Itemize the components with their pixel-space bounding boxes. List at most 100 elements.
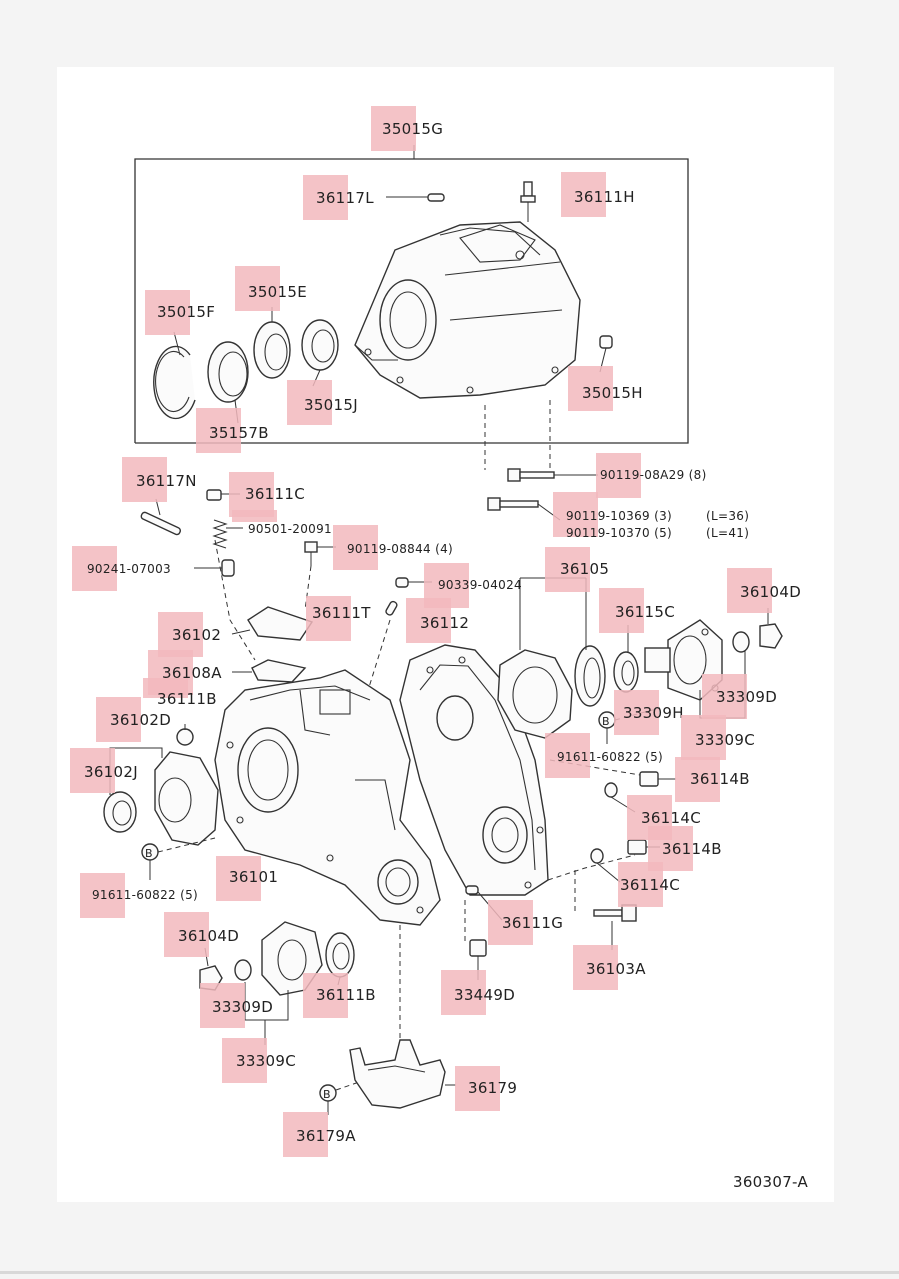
label-36114B-top: 36114B xyxy=(675,757,750,802)
label-36117N: 36117N xyxy=(122,457,197,502)
label-35015G: 35015G xyxy=(371,106,443,151)
label-36111T: 36111T xyxy=(306,596,371,641)
label-35015H: 35015H xyxy=(568,366,642,411)
bolt-90119-10369-part xyxy=(487,497,561,521)
label-36102-text: 36102 xyxy=(172,626,221,644)
rear-retainer-36105-part xyxy=(497,577,639,739)
label-90119-10369-text: 90119-10369 (3) xyxy=(566,509,672,523)
marker-b-bottom: B xyxy=(319,1079,366,1115)
label-35157B-text: 35157B xyxy=(209,424,269,442)
oil-seal-part xyxy=(301,319,339,387)
label-36115C: 36115C xyxy=(599,588,675,633)
label-91611-right-text: 91611-60822 (5) xyxy=(557,750,663,764)
label-36108A: 36108A xyxy=(148,650,222,695)
label-36114B-bottom-text: 36114B xyxy=(662,840,722,858)
gasket-36108A-part xyxy=(232,659,307,683)
bolt-36103A-part xyxy=(593,904,637,950)
front-retainer-36102J-part xyxy=(103,724,219,846)
label-36103A-text: 36103A xyxy=(586,960,646,978)
label-36102J-text: 36102J xyxy=(84,763,138,781)
label-36102D: 36102D xyxy=(96,697,171,742)
label-36179: 36179 xyxy=(455,1066,517,1111)
label-33309D-bottom: 33309D xyxy=(200,983,273,1028)
label-33309C-bottom: 33309C xyxy=(222,1038,296,1083)
label-90119-10369: 90119-10369 (3) (L=36) xyxy=(553,492,749,537)
label-35015F: 35015F xyxy=(145,290,215,335)
pin-36117N-part xyxy=(140,498,182,536)
label-36111H-text: 36111H xyxy=(574,188,635,206)
label-36111B-top: 36111B xyxy=(143,678,217,708)
label-36111B-bottom: 36111B xyxy=(303,973,376,1018)
label-36114C-bottom: 36114C xyxy=(618,862,680,907)
label-36111T-text: 36111T xyxy=(312,604,371,622)
skid-plate-36179-part xyxy=(349,1039,456,1109)
marker-b-left: B xyxy=(141,837,216,880)
label-91611-right: 91611-60822 (5) xyxy=(545,733,663,778)
label-36111C-text: 36111C xyxy=(245,485,305,503)
label-36112-text: 36112 xyxy=(420,614,469,632)
transfer-case-36101-part xyxy=(214,669,441,926)
label-91611-left-text: 91611-60822 (5) xyxy=(92,888,198,902)
label-36102: 36102 xyxy=(158,612,221,657)
label-36115C-text: 36115C xyxy=(615,603,675,621)
pin-36111T-part xyxy=(385,600,398,616)
marker-b-right-letter: B xyxy=(602,715,610,728)
note-l41-text: (L=41) xyxy=(706,526,749,540)
label-33309C-right-text: 33309C xyxy=(695,731,755,749)
label-33309C-right: 33309C xyxy=(681,715,755,760)
bolt-90119-08844-part xyxy=(304,541,336,566)
spacer-part xyxy=(207,341,249,424)
label-33309D-right-text: 33309D xyxy=(716,688,777,706)
label-91611-left: 91611-60822 (5) xyxy=(80,873,198,918)
label-35015E: 35015E xyxy=(235,266,307,311)
label-90119-08844: 90119-08844 (4) xyxy=(333,525,453,570)
label-36117N-text: 36117N xyxy=(136,472,197,490)
label-36112: 36112 xyxy=(406,598,469,643)
label-36179A-text: 36179A xyxy=(296,1127,356,1145)
label-33449D-text: 33449D xyxy=(454,986,515,1004)
label-90119-08A29-text: 90119-08A29 (8) xyxy=(600,468,707,482)
label-36111H: 36111H xyxy=(561,172,635,217)
label-36102D-text: 36102D xyxy=(110,711,171,729)
label-33309D-bottom-text: 33309D xyxy=(212,998,273,1016)
label-36114C-bottom-text: 36114C xyxy=(620,876,680,894)
marker-b-left-letter: B xyxy=(145,847,153,860)
label-36101: 36101 xyxy=(216,856,278,901)
label-36104D-bottom: 36104D xyxy=(164,912,239,957)
label-36111G: 36111G xyxy=(488,900,563,945)
label-90241-text: 90241-07003 xyxy=(87,562,171,576)
label-36111B-bottom-text: 36111B xyxy=(316,986,376,1004)
bolt-33449D-part xyxy=(469,939,487,980)
label-36104D-top: 36104D xyxy=(727,568,801,613)
label-33309H: 33309H xyxy=(614,690,683,735)
label-36111G-text: 36111G xyxy=(502,914,563,932)
plug-35015H-part xyxy=(599,335,613,373)
label-36103A: 36103A xyxy=(573,945,646,990)
label-33449D: 33449D xyxy=(441,970,515,1015)
spring-part xyxy=(212,519,243,549)
label-36111B-top-text: 36111B xyxy=(157,690,217,708)
label-33309C-bottom-text: 33309C xyxy=(236,1052,296,1070)
label-90241: 90241-07003 xyxy=(72,546,171,591)
label-90119-10370: 90119-10370 (5) (L=41) xyxy=(566,526,749,540)
label-90501: 90501-20091 xyxy=(232,510,332,536)
label-90119-10370-text: 90119-10370 (5) xyxy=(566,526,672,540)
label-33309D-right: 33309D xyxy=(702,674,777,719)
label-90339-text: 90339-04024 xyxy=(438,578,522,592)
marker-b-bottom-letter: B xyxy=(323,1088,331,1101)
label-36101-text: 36101 xyxy=(229,868,278,886)
plug-90339-part xyxy=(395,577,432,588)
label-35015G-text: 35015G xyxy=(382,120,443,138)
label-36108A-text: 36108A xyxy=(162,664,222,682)
note-l36-text: (L=36) xyxy=(706,509,749,523)
washer-36114C-bottom-part xyxy=(590,848,621,883)
label-36111C: 36111C xyxy=(229,472,305,517)
snap-ring-part xyxy=(153,331,196,420)
label-36179-text: 36179 xyxy=(468,1079,517,1097)
label-36114C-top-text: 36114C xyxy=(641,809,701,827)
bearing-part xyxy=(253,307,291,379)
label-36117L-text: 36117L xyxy=(316,189,374,207)
extension-housing-part xyxy=(354,221,581,399)
label-90119-08A29: 90119-08A29 (8) xyxy=(596,453,707,498)
